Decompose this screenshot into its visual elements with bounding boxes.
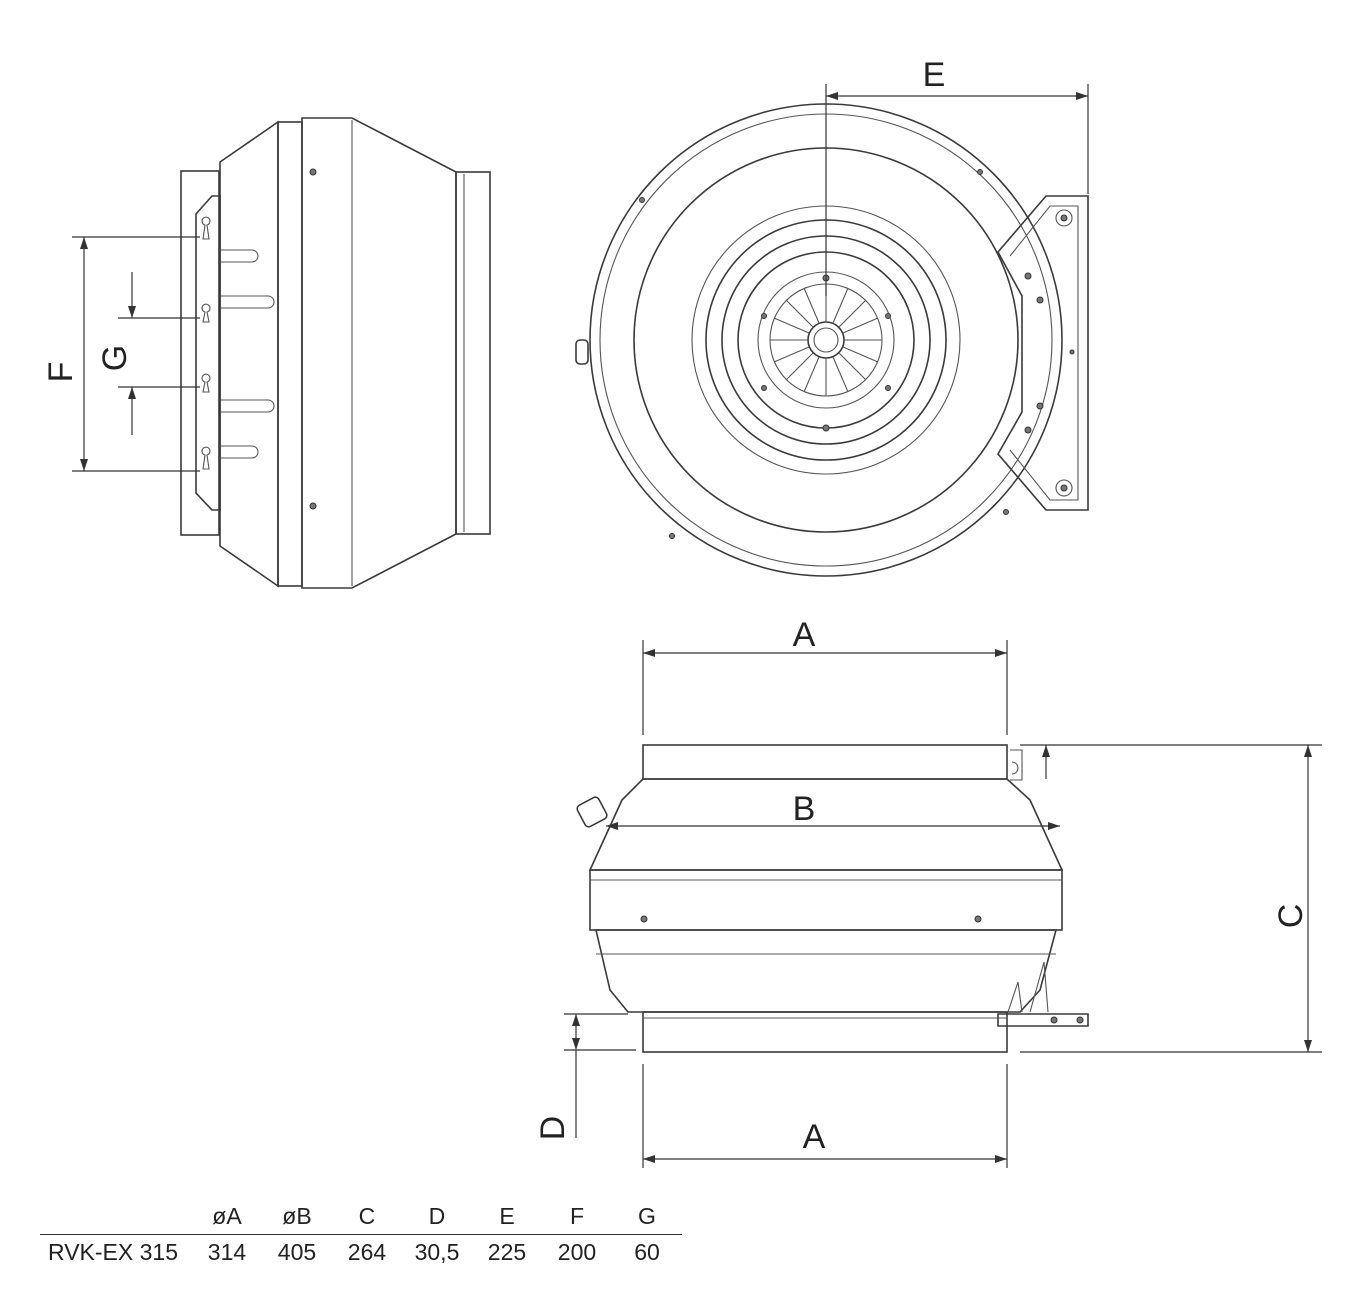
label-e: E — [923, 56, 946, 94]
front-view — [575, 103, 1089, 577]
header-diameter-b: øB — [261, 1203, 332, 1235]
cell-model: RVK-EX 315 — [48, 1239, 178, 1265]
cell-c: 264 — [347, 1239, 387, 1265]
table-header-row: øA øB C D E F G — [40, 1203, 682, 1235]
table-row: RVK-EX 315 314 405 264 30,5 225 200 60 — [40, 1235, 682, 1267]
elevation-view — [576, 744, 1089, 1053]
label-g: G — [96, 345, 134, 371]
dimension-e — [825, 84, 1089, 296]
label-c: C — [1272, 904, 1310, 929]
header-diameter-a: øA — [191, 1203, 262, 1235]
header-e: E — [471, 1203, 542, 1235]
dimensions-table: øA øB C D E F G RVK-EX 315 314 405 264 3… — [40, 1203, 682, 1266]
label-b: B — [793, 790, 816, 828]
label-a-bottom: A — [803, 1118, 826, 1156]
dimension-c — [1020, 744, 1322, 1053]
label-a-top: A — [793, 616, 816, 654]
header-g: G — [611, 1203, 682, 1235]
dimension-a-top — [642, 640, 1008, 735]
dimension-d — [564, 1013, 636, 1138]
cell-f: 200 — [557, 1239, 597, 1265]
dimension-f-g — [72, 236, 200, 472]
cell-diameter-a: 314 — [207, 1239, 247, 1265]
header-model — [40, 1203, 192, 1235]
label-f: F — [42, 362, 80, 383]
cell-diameter-b: 405 — [277, 1239, 317, 1265]
dimension-a-bottom — [642, 1064, 1008, 1168]
label-d: D — [534, 1116, 572, 1141]
cell-g: 60 — [634, 1239, 660, 1265]
cell-d: 30,5 — [414, 1239, 460, 1265]
header-f: F — [541, 1203, 612, 1235]
side-view — [180, 117, 491, 589]
header-d: D — [401, 1203, 472, 1235]
header-c: C — [331, 1203, 402, 1235]
cell-e: 225 — [487, 1239, 527, 1265]
